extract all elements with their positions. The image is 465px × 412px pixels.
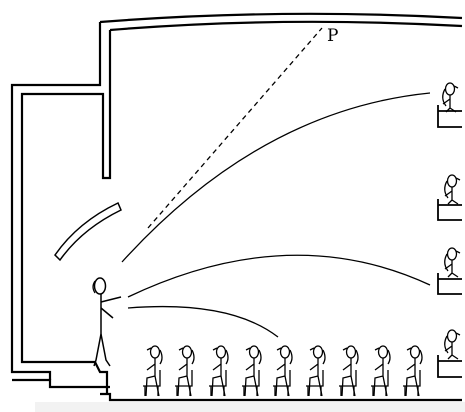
sound-paths [121, 27, 431, 338]
stage-step [12, 378, 110, 389]
audience-member [175, 345, 195, 397]
audience-member [306, 345, 326, 397]
ceiling-inner [109, 20, 463, 32]
point-label-p: P [327, 26, 338, 46]
balcony-listener [444, 174, 461, 205]
audience-member [242, 345, 262, 397]
balcony-listener [442, 82, 459, 113]
sound-ray-balcony-top [121, 92, 431, 263]
sound-ray-middle [127, 254, 431, 298]
reflection-line-to-p [147, 27, 323, 229]
sound-ray-low [127, 305, 279, 338]
ceiling-outer [99, 12, 463, 24]
audience-member [209, 345, 229, 397]
balcony-boxes [437, 105, 462, 378]
balcony-listener [444, 247, 461, 278]
balcony-listener [444, 329, 461, 360]
hall-outline [10, 12, 463, 402]
reflector-panel [54, 201, 122, 262]
audience-member [371, 345, 391, 397]
audience-member [273, 345, 293, 397]
left-wall-inner [20, 30, 112, 395]
speaker-figure [92, 277, 122, 367]
floor-shadow-strip [35, 402, 465, 412]
left-wall-outer [10, 22, 102, 380]
audience-member [403, 345, 423, 397]
audience-member [339, 345, 359, 397]
audience-member [143, 345, 163, 397]
floor-line [100, 392, 462, 402]
